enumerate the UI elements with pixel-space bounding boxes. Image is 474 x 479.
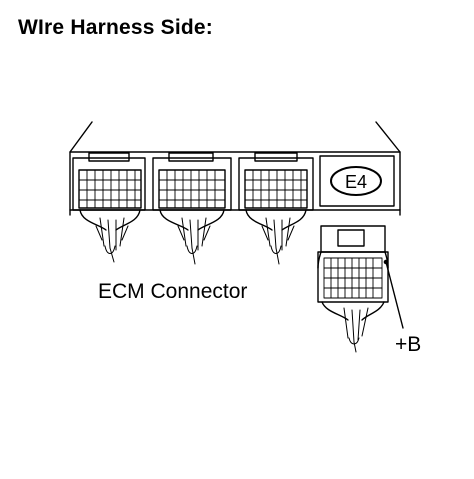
- ecm-connector-block-3: [238, 152, 314, 265]
- e4-connector: [317, 225, 404, 353]
- ecm-connector-block-1: [72, 152, 146, 263]
- ecm-housing: [69, 121, 401, 216]
- ecm-connector-block-2: [152, 152, 232, 265]
- diagram-title: WIre Harness Side:: [18, 16, 213, 39]
- ecm-connector-label: ECM Connector: [98, 280, 248, 303]
- terminal-label: +B: [395, 333, 422, 356]
- connector-id-label: E4: [345, 172, 367, 192]
- connector-id-box: [319, 155, 395, 207]
